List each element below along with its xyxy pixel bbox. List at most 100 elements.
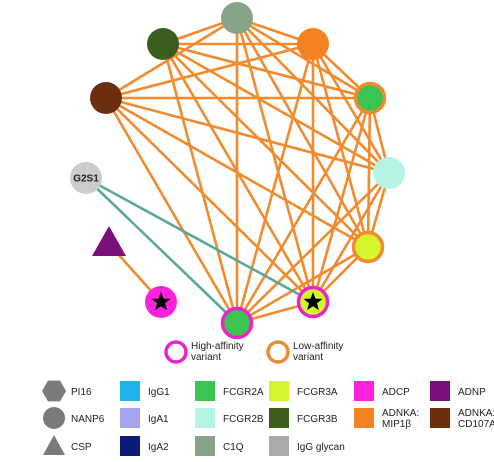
edge-fcgr2a_right-fcgr3a_star (311, 97, 372, 303)
edge-adnp_top-fcgr2b (311, 43, 391, 174)
edge-g2s1-fcgr2a_bottom (85, 177, 238, 324)
variant-legend-label: Low-affinity (293, 341, 343, 352)
edge-adnka_cd107a-fcgr3a_right (105, 96, 369, 249)
color-legend-label: IgA1 (148, 414, 169, 425)
color-legend-label: MIP1β (382, 419, 411, 430)
color-legend-label: CD107A (458, 419, 494, 430)
circle-node-shape (147, 28, 179, 60)
node-fcgr3a_star (296, 285, 330, 319)
circle-node-shape (70, 162, 102, 194)
color-swatch (120, 436, 140, 456)
color-swatch (269, 436, 289, 456)
variant-legend-label: variant (293, 352, 323, 363)
node-g2s1: G2S1 (70, 162, 102, 194)
color-legend-item: FCGR2B (195, 408, 264, 428)
circle-icon (43, 407, 65, 429)
edge-fcgr3b-fcgr2b (162, 42, 390, 175)
nodes-layer: G2S1 (70, 2, 405, 340)
hexagon-icon (42, 380, 66, 402)
edge-c1q-fcgr3a_right (235, 17, 370, 248)
edge-adnka_cd107a-fcgr3a_star (105, 97, 314, 303)
edge-adnka_cd107a-fcgr2b (105, 96, 390, 175)
edge-fcgr3b-fcgr2a_right (162, 42, 371, 100)
color-legend-label: ADCP (382, 387, 410, 398)
color-legend-label: FCGR3A (297, 387, 338, 398)
edge-fcgr3b-fcgr2a_bottom (161, 43, 239, 324)
color-legend-item: ADNKA:CD107A (430, 408, 494, 430)
color-legend-item: FCGR3B (269, 408, 338, 428)
node-c1q (221, 2, 253, 34)
circle-node-shape (90, 82, 122, 114)
edge-adnka_cd107a-fcgr2a_bottom (104, 97, 239, 324)
color-legend-label: FCGR2A (223, 387, 264, 398)
edge-adnp_top-adnka_cd107a (105, 42, 314, 100)
color-swatch (120, 381, 140, 401)
edge-fcgr2a_right-fcgr3a_right (366, 97, 372, 248)
circle-node-shape (351, 230, 385, 264)
node-adcp_star (145, 286, 177, 318)
color-legend-item: IgA1 (120, 408, 169, 428)
edge-g2s1-fcgr3a_star (85, 176, 314, 304)
ring-icon (164, 340, 188, 364)
edge-c1q-fcgr2a_right (236, 16, 371, 100)
color-swatch (354, 381, 374, 401)
circle-node-shape (220, 306, 254, 340)
ring-icon (266, 340, 290, 364)
color-legend-label: FCGR3B (297, 414, 338, 425)
color-legend-item: C1Q (195, 436, 244, 456)
color-legend-item: IgG1 (120, 381, 170, 401)
color-swatch (430, 381, 450, 401)
node-fcgr3b (147, 28, 179, 60)
color-legend-label: IgG1 (148, 387, 170, 398)
edge-fcgr3a_right-fcgr2a_bottom (236, 245, 369, 325)
circle-node-shape (373, 157, 405, 189)
node-fcgr2b (373, 157, 405, 189)
shape-legend-hexagon: PI16 (42, 380, 92, 402)
circle-node-shape (221, 2, 253, 34)
color-swatch (120, 408, 140, 428)
color-legend-item: FCGR3A (269, 381, 338, 401)
color-legend-label: ADNP (458, 387, 486, 398)
color-swatch (269, 408, 289, 428)
node-fcgr2a_bottom (220, 306, 254, 340)
edge-adnp_top-fcgr2a_bottom (235, 43, 315, 324)
color-legend-item: ADNKA:MIP1β (354, 408, 419, 430)
triangle-icon (43, 435, 65, 455)
edge-fcgr2b-fcgr3a_star (311, 172, 391, 303)
color-swatch (269, 381, 289, 401)
color-legend-label: FCGR2B (223, 414, 264, 425)
shape-legend-label: CSP (71, 442, 92, 453)
star-icon (303, 292, 323, 311)
node-fcgr3a_right (351, 230, 385, 264)
variant-legend-label: High-affinity (191, 341, 244, 352)
color-legend-item: ADNP (430, 381, 486, 401)
circle-node-shape (297, 28, 329, 60)
edge-fcgr3b-fcgr3a_right (162, 43, 369, 248)
edge-fcgr2a_right-fcgr2a_bottom (235, 97, 372, 324)
edges-layer (85, 16, 391, 325)
shape-legend-circle: NANP6 (43, 407, 105, 429)
color-legend-label: IgG glycan (297, 442, 345, 453)
shape-legend-label: NANP6 (71, 414, 105, 425)
star-icon (151, 292, 171, 311)
color-legend-item: IgA2 (120, 436, 169, 456)
color-legend-item: ADCP (354, 381, 410, 401)
node-adnka_cd107a (90, 82, 122, 114)
node-adnp_top (297, 28, 329, 60)
color-legend-label: C1Q (223, 442, 244, 453)
node-label: G2S1 (73, 174, 99, 185)
color-legend-label: ADNKA: (382, 408, 419, 419)
color-swatch (430, 408, 450, 428)
legend: High-affinityvariantLow-affinityvariantP… (42, 340, 494, 456)
color-legend-item: FCGR2A (195, 381, 264, 401)
color-legend-label: ADNKA: (458, 408, 494, 419)
node-fcgr2a_right (353, 81, 387, 115)
color-swatch (354, 408, 374, 428)
circle-node-shape (353, 81, 387, 115)
variant-legend-label: variant (191, 352, 221, 363)
color-swatch (195, 408, 215, 428)
